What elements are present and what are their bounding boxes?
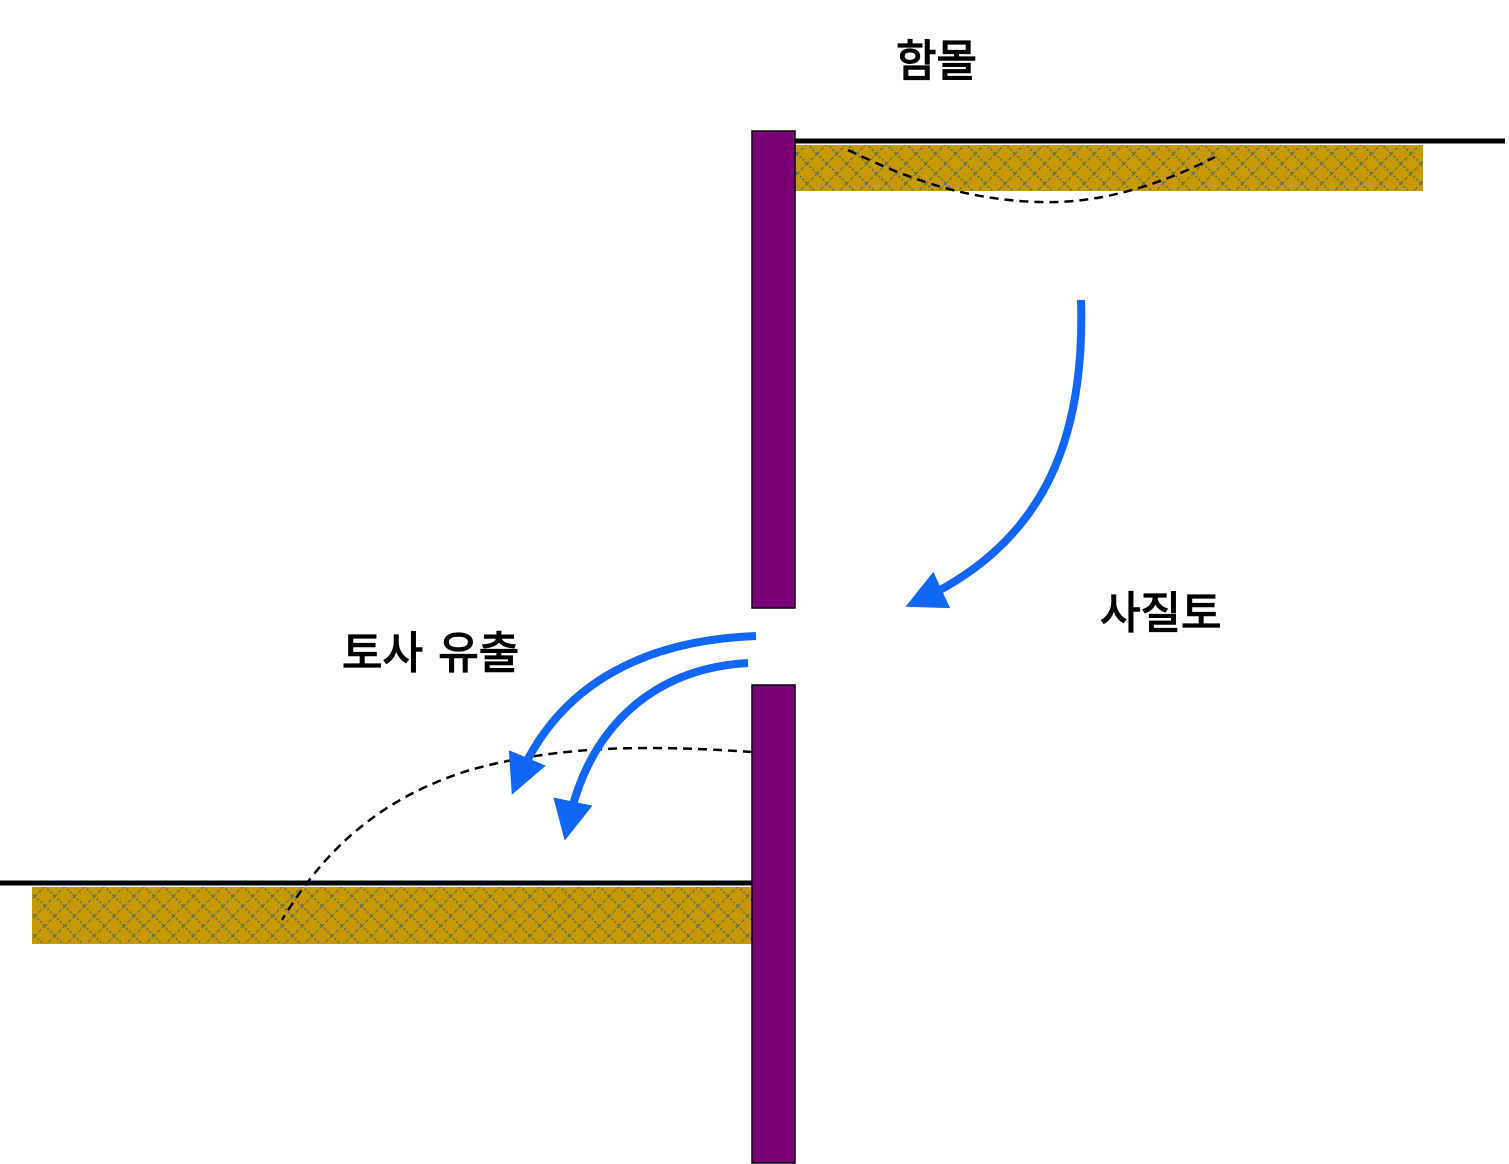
sandy-soil-label: 사질토	[1100, 588, 1222, 639]
soil-flow-arrow-downward	[905, 299, 1086, 609]
outflow-arrow-inner	[553, 659, 749, 841]
subsidence-label: 함몰	[896, 36, 977, 87]
lower-soil-layer	[32, 887, 752, 944]
retaining-wall-upper	[751, 130, 796, 609]
retaining-wall-lower	[751, 684, 796, 1164]
soil-outflow-label: 토사 유출	[342, 628, 520, 679]
outflow-arrow-outer	[508, 632, 757, 795]
upper-subsidence-dashed-line	[847, 148, 1216, 204]
upper-soil-layer	[793, 145, 1423, 191]
